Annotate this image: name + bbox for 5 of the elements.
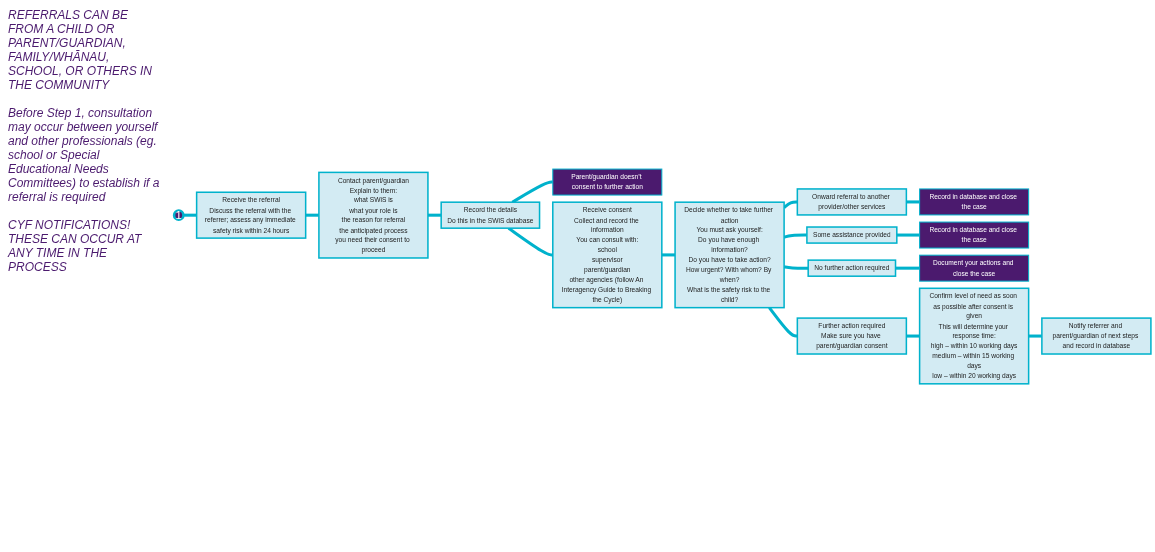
note-text: REFERRALS CAN BE FROM A CHILD OR PARENT/GUARDIAN, FAMILY/WHĀNAU, SCHOOL, OR OTHERS IN THE COMMUNITY: [8, 8, 154, 92]
node-circle: 1: [172, 208, 185, 221]
connector: [768, 306, 798, 338]
note-text: Before Step 1, consultation may occur between yourself and other professionals (eg. school or Special Educational Needs Committees) to establish if a referral is required: [8, 106, 161, 204]
note-text: CYF NOTIFICATIONS! THESE CAN OCCUR AT ANY TIME IN THE PROCESS: [8, 218, 143, 274]
